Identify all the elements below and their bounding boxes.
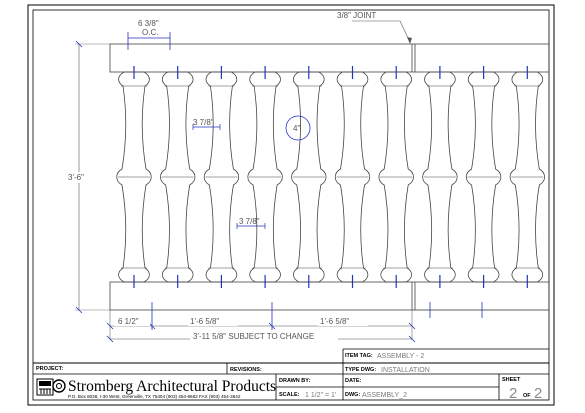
company-address: P.O. Box 6036, I-30 West, Greenville, TX… [68, 394, 241, 399]
sheet-total: 2 [534, 385, 542, 402]
baluster [509, 71, 545, 283]
baluster [291, 71, 327, 283]
item-tag-label: ITEM TAG: [345, 353, 373, 359]
project-label: PROJECT: [36, 366, 63, 372]
company-logo [36, 378, 66, 396]
height-label: 3'-6" [68, 173, 84, 182]
baluster [247, 71, 283, 283]
oc-spacing-label: 6 3/8" [138, 19, 159, 28]
item-tag-value: ASSEMBLY - 2 [377, 353, 424, 360]
bottom-rail [109, 281, 549, 311]
elevation-view: 4" 3 7/8" 3 7/8" [109, 43, 585, 311]
baluster-row [116, 66, 585, 288]
bottom-dim-mid1-label: 1'-6 5/8" [190, 317, 219, 326]
gap-lower-label: 3 7/8" [239, 217, 260, 226]
baluster [422, 71, 458, 283]
dwg-value: ASSEMBLY_2 [362, 392, 407, 399]
gap-upper-label: 3 7/8" [193, 118, 214, 127]
top-rail [109, 43, 549, 73]
sheet-label: SHEET [502, 377, 521, 383]
baluster [160, 71, 196, 283]
baluster [554, 72, 585, 282]
bottom-dim-start-label: 6 1/2" [118, 317, 139, 326]
baluster [378, 71, 414, 283]
title-block: ITEM TAG: ASSEMBLY - 2 PROJECT: REVISION… [33, 348, 549, 402]
bottom-dim-mid2-label: 1'-6 5/8" [320, 317, 349, 326]
joint-label: 3/8" JOINT [337, 11, 376, 20]
baluster [465, 71, 502, 283]
baluster [116, 71, 152, 283]
revisions-label: REVISIONS: [230, 367, 262, 373]
oc-unit-label: O.C. [142, 28, 158, 37]
type-dwg-value: INSTALLATION [381, 367, 430, 374]
type-dwg-label: TYPE DWG: [345, 367, 376, 373]
baluster [203, 71, 240, 283]
dwg-label: DWG: [345, 392, 360, 398]
date-label: DATE: [345, 378, 362, 384]
diameter-circle [285, 115, 311, 141]
sheet-border-inner [32, 9, 550, 401]
baluster [334, 71, 371, 283]
scale-value: 1 1/2" = 1' [305, 392, 336, 399]
sheet-number: 2 [509, 385, 517, 402]
diameter-label: 4" [293, 124, 300, 133]
sheet-border-outer [27, 4, 555, 406]
scale-label: SCALE: [279, 392, 300, 398]
sheet-of-label: OF [523, 393, 531, 399]
overall-dim-label: 3'-11 5/8" SUBJECT TO CHANGE [193, 332, 314, 341]
drawn-by-label: DRAWN BY: [279, 378, 311, 384]
company-name: Stromberg Architectural Products [68, 378, 276, 395]
